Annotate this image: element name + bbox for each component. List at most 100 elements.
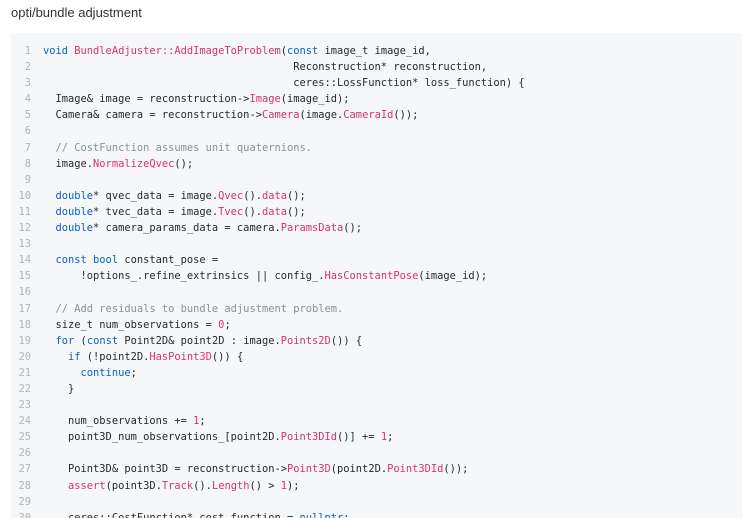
code-token: BundleAdjuster::AddImageToProblem [74, 45, 281, 57]
code-token: CameraId [343, 109, 394, 122]
code-token: // Add residuals to bundle adjustment pr… [43, 302, 344, 315]
code-text: // Add residuals to bundle adjustment pr… [43, 301, 742, 317]
code-token: HasPoint3D [149, 350, 212, 363]
code-line: 27 Point3D& point3D = reconstruction->Po… [11, 461, 742, 477]
code-token: double [43, 189, 94, 202]
code-text: for (const Point2D& point2D : image.Poin… [43, 333, 742, 349]
code-line: 15 !options_.refine_extrinsics || config… [11, 268, 742, 284]
code-line: 14 const bool constant_pose = [11, 252, 742, 268]
code-token: Camera [261, 109, 300, 122]
code-text [43, 445, 742, 461]
code-token: data [261, 189, 288, 202]
code-text: // CostFunction assumes unit quaternions… [43, 140, 742, 156]
code-text: Reconstruction* reconstruction, [43, 59, 742, 75]
line-number: 17 [18, 302, 31, 315]
code-token: image. [43, 157, 94, 170]
code-line: 5 Camera& camera = reconstruction->Camer… [11, 107, 742, 123]
code-token: NormalizeQvec [93, 157, 175, 170]
code-line: 10 double* qvec_data = image.Qvec().data… [11, 188, 742, 204]
code-line: 13 [11, 236, 742, 252]
code-token: ()] += [337, 431, 381, 444]
code-line: 30 ceres::CostFunction* cost_function = … [11, 510, 742, 518]
code-token: ()); [443, 463, 469, 476]
code-token: () > [249, 479, 281, 492]
code-token: ; [343, 511, 350, 518]
line-number: 14 [18, 254, 31, 267]
code-token: Length [211, 479, 250, 492]
code-line: 24 num_observations += 1; [11, 413, 742, 429]
code-line: 17 // Add residuals to bundle adjustment… [11, 301, 742, 317]
code-token: double [43, 205, 94, 218]
line-number: 15 [18, 270, 31, 283]
code-line: 2 Reconstruction* reconstruction, [11, 59, 742, 75]
code-token: continue [43, 366, 131, 379]
line-number: 13 [18, 238, 31, 251]
code-text [43, 236, 742, 252]
line-number: 8 [24, 157, 31, 170]
line-number: 25 [18, 431, 31, 444]
code-token: assert [43, 479, 106, 492]
code-token: Point3DId [280, 431, 338, 444]
code-line: 9 [11, 172, 742, 188]
code-token: Tvec [218, 205, 244, 218]
code-line: 19 for (const Point2D& point2D : image.P… [11, 333, 742, 349]
code-line: 3 ceres::LossFunction* loss_function) { [11, 75, 742, 91]
code-token: Point2D& point2D : image. [124, 334, 281, 347]
line-number: 22 [18, 382, 31, 395]
code-token: size_t num_observations = [43, 318, 219, 331]
code-token: ()) { [330, 334, 363, 347]
code-line: 20 if (!point2D.HasPoint3D()) { [11, 349, 742, 365]
code-token: Image& image = reconstruction-> [43, 93, 250, 106]
code-token: 1 [380, 431, 388, 444]
code-token: (); [343, 222, 363, 235]
code-line: 11 double* tvec_data = image.Tvec().data… [11, 204, 742, 220]
code-token: if [43, 350, 87, 363]
code-token: (image_id); [280, 93, 350, 106]
line-number: 21 [18, 366, 31, 379]
code-token: ()); [393, 109, 419, 122]
line-number: 1 [24, 45, 31, 57]
code-text: } [43, 381, 742, 397]
line-number: 2 [24, 61, 31, 74]
code-token: * tvec_data = image. [93, 205, 219, 218]
code-token: Point3D& point3D = reconstruction-> [43, 463, 287, 476]
code-line: 18 size_t num_observations = 0; [11, 317, 742, 333]
code-line: 6 [11, 123, 742, 139]
code-token: const [86, 334, 125, 347]
code-line: 25 point3D_num_observations_[point2D.Poi… [11, 429, 742, 445]
code-token: ( [80, 334, 87, 347]
code-token: Point3D [286, 463, 331, 476]
code-text: if (!point2D.HasPoint3D()) { [43, 349, 742, 365]
code-text: !options_.refine_extrinsics || config_.H… [43, 268, 742, 284]
code-token: void [43, 45, 75, 57]
code-token: ( [280, 45, 287, 57]
code-token: Track [161, 479, 194, 492]
code-token: (point2D. [330, 463, 388, 476]
code-line: 29 [11, 494, 742, 510]
line-number: 12 [18, 222, 31, 235]
line-number: 3 [24, 77, 31, 90]
code-text: double* qvec_data = image.Qvec().data(); [43, 188, 742, 204]
code-token: Camera& camera = reconstruction-> [43, 109, 262, 122]
line-number: 4 [24, 93, 31, 106]
code-token: Reconstruction* reconstruction, [43, 61, 488, 74]
code-text: double* camera_params_data = camera.Para… [43, 220, 742, 236]
code-token: (); [174, 157, 194, 170]
code-text: ceres::CostFunction* cost_function = nul… [43, 510, 742, 518]
code-token: ; [387, 431, 394, 444]
code-token: 0 [218, 318, 225, 331]
code-token: constant_pose = [124, 254, 219, 267]
code-text: void BundleAdjuster::AddImageToProblem(c… [43, 43, 742, 59]
code-text [43, 494, 742, 510]
code-token: (!point2D. [86, 350, 150, 363]
code-line: 16 [11, 284, 742, 300]
code-token: Points2D [280, 334, 331, 347]
code-token: 1 [193, 415, 200, 428]
code-text [43, 123, 742, 139]
code-token: Image [249, 93, 281, 106]
code-token: // CostFunction assumes unit quaternions… [43, 141, 313, 154]
code-token: ; [199, 415, 206, 428]
code-token: Point3DId [387, 463, 444, 476]
code-token: ()) { [211, 350, 244, 363]
